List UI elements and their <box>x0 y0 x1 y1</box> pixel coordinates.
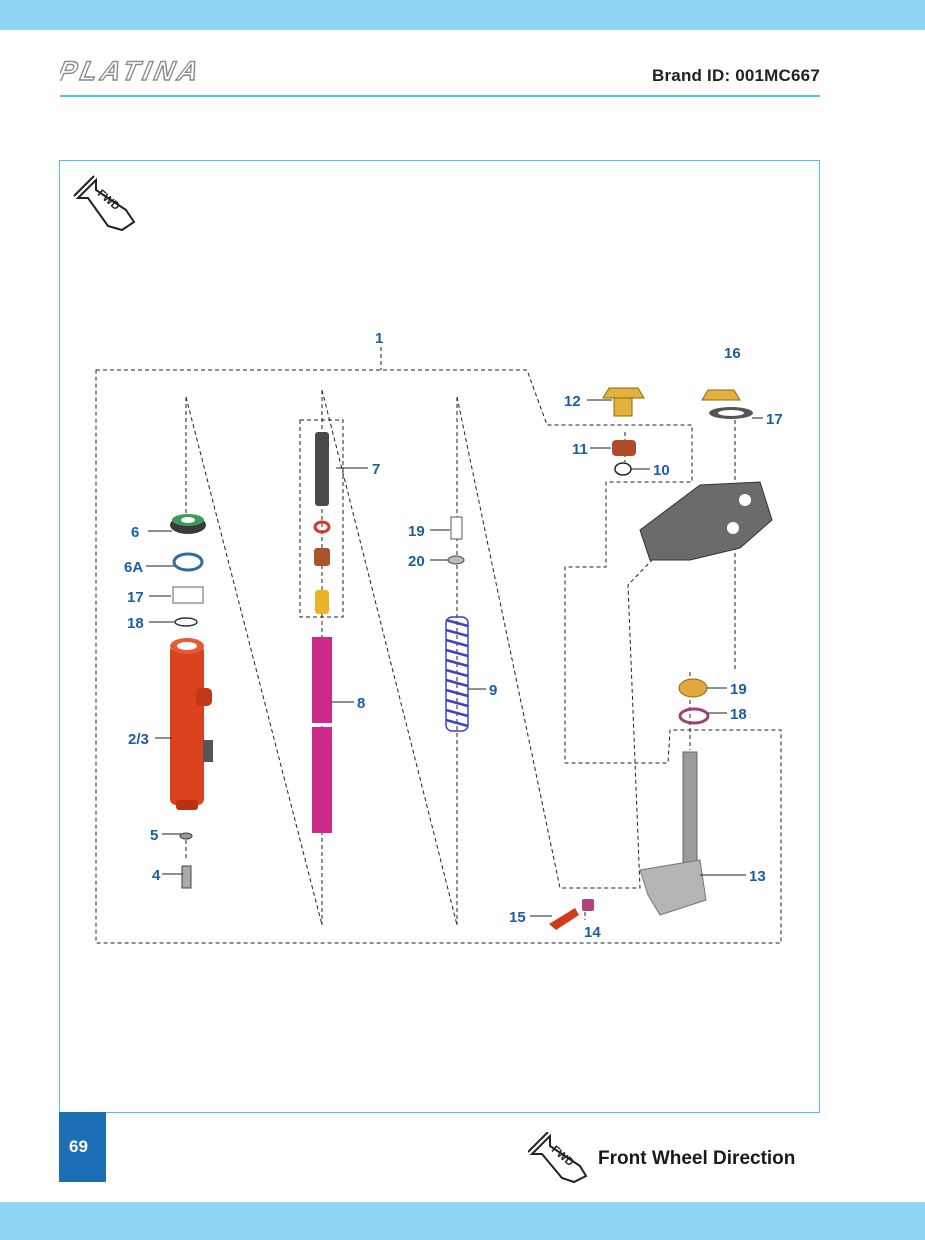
page-number-tab: 69 <box>59 1112 106 1182</box>
callout-2-3: 2/3 <box>128 731 149 748</box>
callout-15: 15 <box>509 909 526 926</box>
callout-1: 1 <box>375 330 383 347</box>
brand-id: Brand ID: 001MC667 <box>652 66 820 85</box>
svg-text:PLATINA: PLATINA <box>60 56 205 86</box>
fwd-arrow-icon: FWD <box>73 175 136 232</box>
diagram-frame <box>59 160 820 1113</box>
fwd-arrow-icon-footer: FWD <box>528 1132 588 1184</box>
header-rule <box>60 95 820 97</box>
callout-17-right: 17 <box>766 411 783 428</box>
bottom-band <box>0 1202 925 1240</box>
callout-10: 10 <box>653 462 670 479</box>
fork-spring <box>445 616 469 732</box>
callout-17-left: 17 <box>127 589 144 606</box>
top-band <box>0 0 925 30</box>
callout-19-right: 19 <box>730 681 747 698</box>
callout-18-right: 18 <box>730 706 747 723</box>
callout-19-left: 19 <box>408 523 425 540</box>
callout-9: 9 <box>489 682 497 699</box>
callout-6: 6 <box>131 524 139 541</box>
callout-13: 13 <box>749 868 766 885</box>
callout-14: 14 <box>584 924 601 941</box>
callout-12: 12 <box>564 393 581 410</box>
callout-20: 20 <box>408 553 425 570</box>
callout-7: 7 <box>372 461 380 478</box>
callout-11: 11 <box>572 441 588 458</box>
legend-text: Front Wheel Direction <box>598 1148 796 1169</box>
platina-logo: PLATINA <box>60 56 206 86</box>
callout-16: 16 <box>724 345 741 362</box>
callout-5: 5 <box>150 827 158 844</box>
callout-4: 4 <box>152 867 161 884</box>
callout-18-left: 18 <box>127 615 144 632</box>
callout-8: 8 <box>357 695 365 712</box>
page-number: 69 <box>69 1137 88 1156</box>
fork-outer-tube <box>170 638 213 810</box>
callout-6a: 6A <box>124 559 143 576</box>
